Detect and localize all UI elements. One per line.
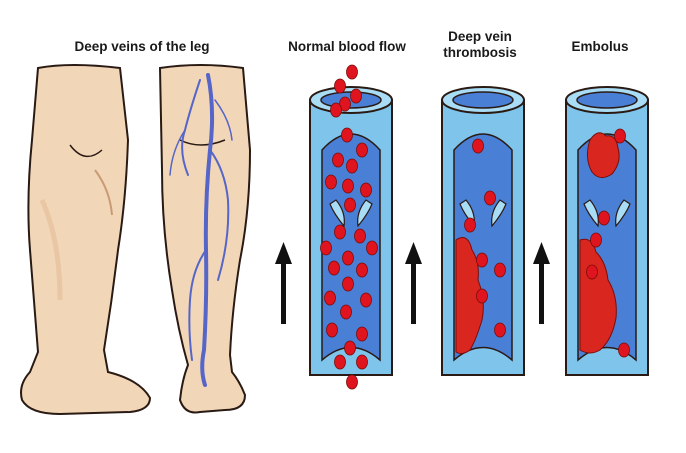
blood-cell — [334, 78, 346, 94]
blood-cell — [320, 240, 332, 256]
blood-cell — [344, 340, 356, 356]
dvt-title-line2: thrombosis — [443, 45, 517, 60]
blood-cell — [342, 250, 354, 266]
blood-cell — [360, 292, 372, 308]
blood-cell — [334, 224, 346, 240]
blood-cell — [346, 158, 358, 174]
legs-title: Deep veins of the leg — [74, 39, 210, 54]
embolus-blood-cells — [586, 128, 630, 358]
blood-cell — [341, 127, 353, 143]
dvt-vessel — [441, 86, 525, 376]
blood-cell — [325, 174, 337, 190]
dvt-title-line1: Deep vein — [448, 29, 512, 44]
dvt-blood-cells — [464, 138, 506, 338]
blood-cell — [464, 217, 476, 233]
embolus-title: Embolus — [571, 39, 629, 54]
blood-cell — [360, 182, 372, 198]
blood-cell — [614, 128, 626, 144]
embolus-clot — [586, 132, 620, 178]
up-arrow-icon — [533, 242, 550, 324]
blood-cell — [342, 178, 354, 194]
blood-cell — [356, 354, 368, 370]
blood-cell — [326, 322, 338, 338]
blood-cell — [339, 96, 351, 112]
blood-cell — [340, 304, 352, 320]
blood-cell — [330, 102, 342, 118]
blood-cell — [344, 197, 356, 213]
blood-cell — [476, 252, 488, 268]
leg-veins — [169, 73, 233, 387]
blood-cell — [346, 64, 358, 80]
blood-cell — [590, 232, 602, 248]
normal-blood-cells — [320, 64, 378, 390]
blood-cell — [366, 240, 378, 256]
right-leg — [158, 64, 252, 414]
blood-cell — [494, 322, 506, 338]
blood-cell — [598, 210, 610, 226]
up-arrow-icon — [275, 242, 292, 324]
blood-cell — [332, 152, 344, 168]
blood-cell — [328, 260, 340, 276]
blood-cell — [494, 262, 506, 278]
left-leg — [20, 64, 152, 416]
up-arrow-icon — [405, 242, 422, 324]
normal-flow-title: Normal blood flow — [288, 39, 406, 54]
blood-cell — [484, 190, 496, 206]
blood-cell — [350, 88, 362, 104]
blood-cell — [354, 228, 366, 244]
blood-cell — [356, 262, 368, 278]
blood-cell — [346, 374, 358, 390]
blood-cell — [342, 276, 354, 292]
blood-cell — [356, 326, 368, 342]
embolus-vessel — [565, 86, 649, 376]
blood-cell — [334, 354, 346, 370]
blood-cell — [476, 288, 488, 304]
blood-cell — [618, 342, 630, 358]
blood-cell — [586, 264, 598, 280]
blood-cell — [472, 138, 484, 154]
blood-cell — [324, 290, 336, 306]
blood-cell — [356, 142, 368, 158]
